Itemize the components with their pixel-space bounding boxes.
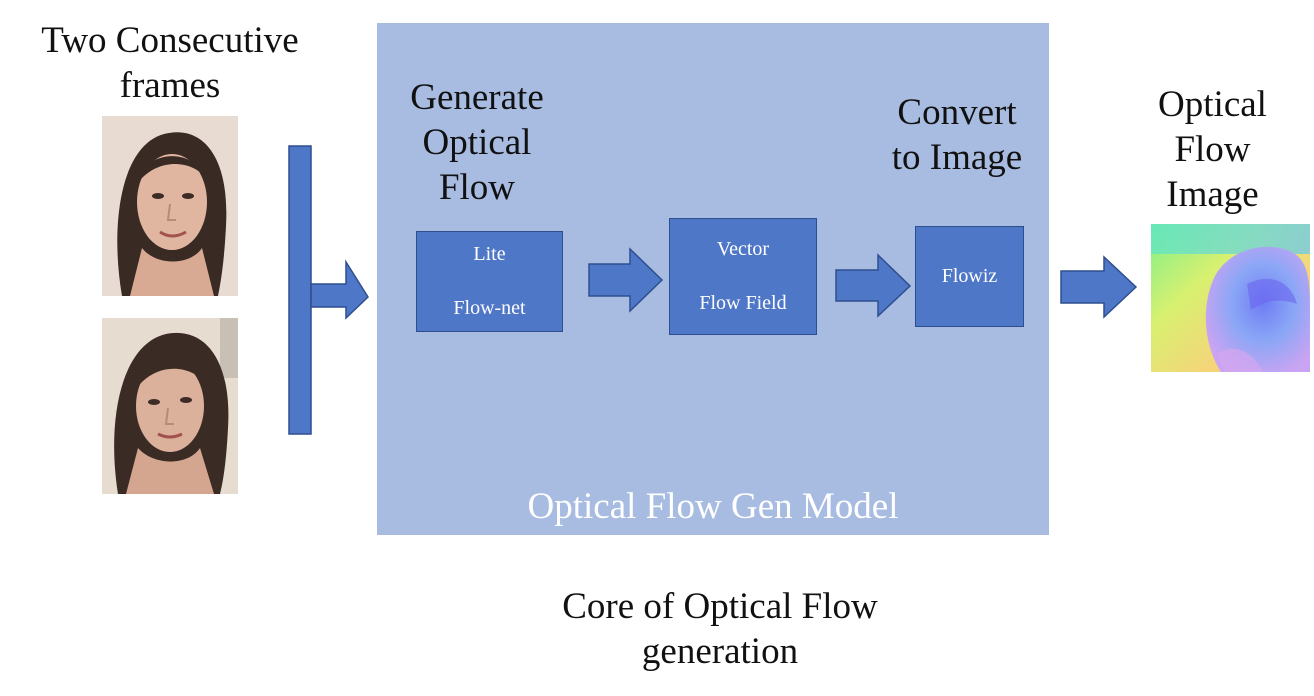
input-heading: Two Consecutive frames	[10, 18, 330, 108]
input-heading-line1: Two Consecutive	[41, 20, 299, 61]
arrow-into-model	[310, 259, 369, 320]
input-frame-2	[102, 318, 238, 494]
convert-heading: Convert to Image	[862, 90, 1052, 180]
vector-flow-field-block: Vector Flow Field	[669, 218, 817, 335]
generate-heading: Generate Optical Flow	[377, 75, 577, 210]
arrow-flowiz-to-output	[1060, 255, 1138, 319]
output-heading-line3: Image	[1166, 174, 1259, 215]
caption-line1: Core of Optical Flow	[562, 586, 878, 627]
vector-flow-field-line2: Flow Field	[699, 292, 787, 314]
input-heading-line2: frames	[119, 65, 221, 106]
input-frame-1	[102, 116, 238, 296]
flowiz-line1: Flowiz	[941, 265, 998, 287]
convert-heading-line1: Convert	[897, 92, 1017, 133]
output-heading: Optical Flow Image	[1120, 82, 1305, 217]
generate-heading-line2: Optical	[422, 122, 532, 163]
flowiz-block: Flowiz	[915, 226, 1024, 327]
lite-flownet-block: Lite Flow-net	[416, 231, 563, 332]
merge-bar	[288, 145, 312, 435]
lite-flownet-line1: Lite	[473, 243, 506, 265]
caption: Core of Optical Flow generation	[470, 584, 970, 674]
output-heading-line1: Optical	[1158, 84, 1267, 125]
optical-flow-image	[1151, 224, 1310, 372]
model-label: Optical Flow Gen Model	[527, 486, 899, 527]
convert-heading-line2: to Image	[891, 137, 1023, 178]
vector-flow-field-line1: Vector	[716, 238, 770, 260]
caption-line2: generation	[641, 631, 799, 672]
generate-heading-line3: Flow	[438, 167, 516, 208]
generate-heading-line1: Generate	[410, 77, 544, 118]
output-heading-line2: Flow	[1174, 129, 1251, 170]
lite-flownet-line2: Flow-net	[453, 297, 526, 319]
